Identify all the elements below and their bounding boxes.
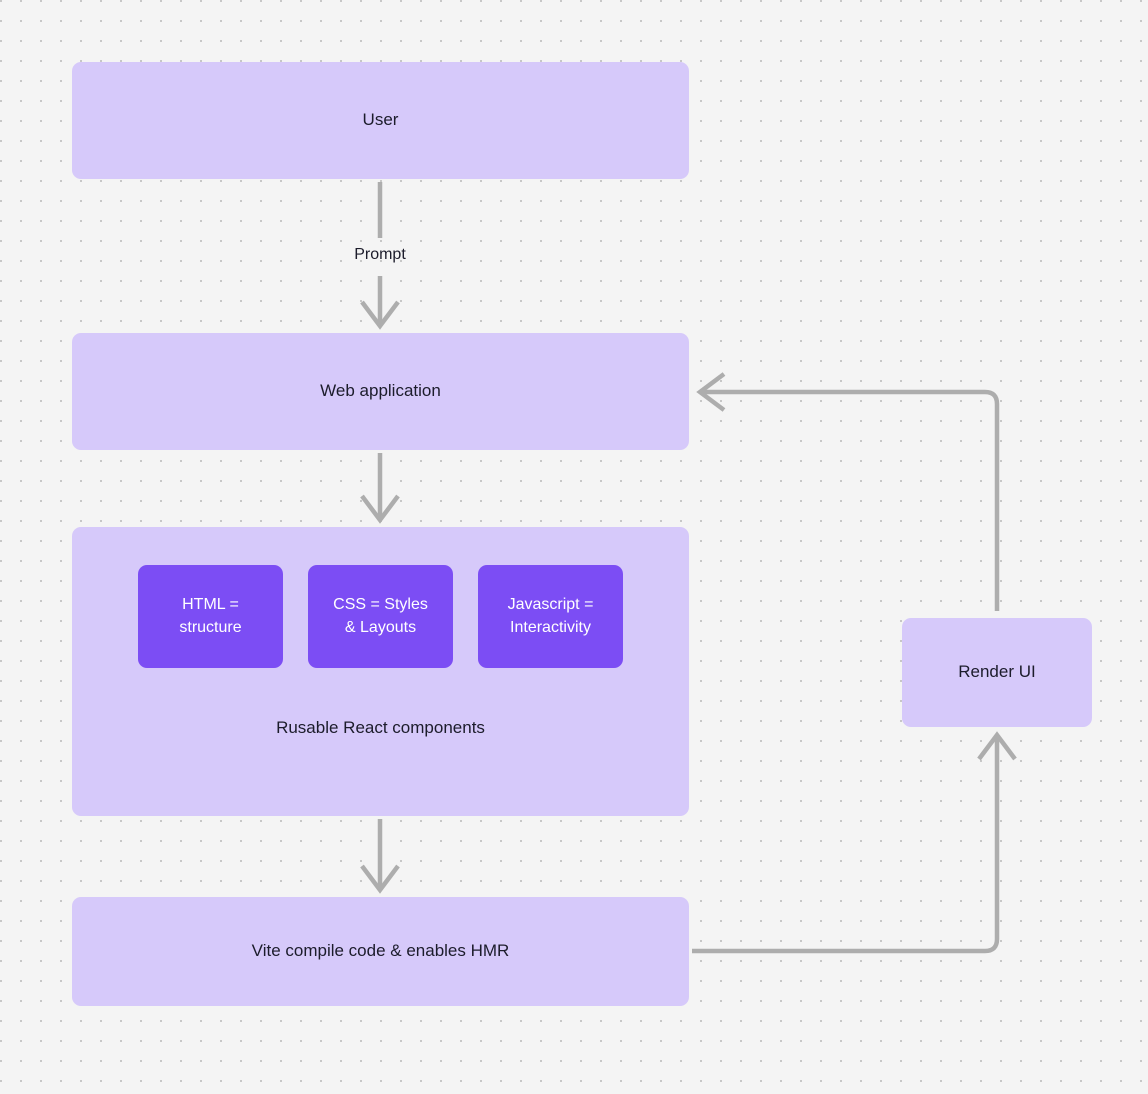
arrowhead-render-to-webapp [696,372,726,412]
subnode-javascript[interactable]: Javascript = Interactivity [478,565,623,668]
node-render-ui-label: Render UI [958,662,1036,682]
node-render-ui[interactable]: Render UI [902,618,1092,727]
subnode-javascript-label: Javascript = Interactivity [507,596,594,636]
node-web-application[interactable]: Web application [72,333,689,450]
subnode-html[interactable]: HTML = structure [138,565,283,668]
node-vite[interactable]: Vite compile code & enables HMR [72,897,689,1006]
edge-vite-to-render [692,735,1000,954]
node-web-application-label: Web application [320,381,441,401]
edge-render-to-webapp [700,389,1000,611]
node-components-group[interactable]: HTML = structure CSS = Styles & Layouts … [72,527,689,816]
subnode-css[interactable]: CSS = Styles & Layouts [308,565,453,668]
arrowhead-user-to-webapp [360,300,400,330]
subnode-html-label: HTML = structure [179,596,242,636]
arrowhead-vite-to-render [977,731,1017,761]
arrowhead-components-to-vite [360,864,400,894]
components-caption: Rusable React components [276,718,485,737]
components-row: HTML = structure CSS = Styles & Layouts … [72,565,689,668]
node-user-label: User [362,110,399,130]
subnode-css-label: CSS = Styles & Layouts [333,596,428,636]
node-user[interactable]: User [72,62,689,179]
edge-label-prompt: Prompt [354,246,406,263]
arrowhead-webapp-to-components [360,494,400,524]
node-vite-label: Vite compile code & enables HMR [251,941,510,961]
